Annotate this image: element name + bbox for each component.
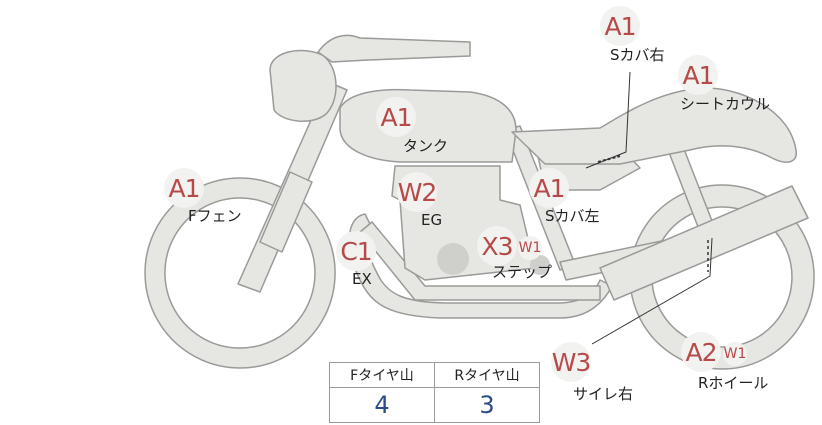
front-tire-tread-value: 4 xyxy=(329,387,435,423)
handlebar xyxy=(317,34,471,63)
rear-tire-tread-header: Rタイヤ山 xyxy=(434,362,540,388)
label-engine: EG xyxy=(421,211,443,229)
code-badge-front-fender: A1 xyxy=(164,168,204,208)
label-rear-wheel: Rホイール xyxy=(698,374,769,392)
rear-tire-tread-value: 3 xyxy=(434,387,540,423)
code-badge-seat-cowl: A1 xyxy=(678,55,718,95)
code-badge-scover-left: A1 xyxy=(529,168,569,208)
headlight xyxy=(269,49,337,122)
code-badge-silencer-right: W3 xyxy=(551,342,591,382)
label-step: ステップ xyxy=(492,263,553,281)
label-tank: タンク xyxy=(403,137,449,155)
sub-badge-step: W1 xyxy=(518,236,542,260)
code-badge-rear-wheel: A2 xyxy=(681,332,721,372)
label-silencer-right: サイレ右 xyxy=(573,385,634,403)
label-front-fender: Fフェン xyxy=(188,207,242,225)
step-detail-circle xyxy=(530,255,550,275)
label-scover-right: Sカバ右 xyxy=(610,46,665,64)
code-badge-tank: A1 xyxy=(376,97,416,137)
front-wheel xyxy=(144,177,336,369)
seat-cowl xyxy=(511,87,797,165)
sub-badge-rear-wheel: W1 xyxy=(723,342,747,366)
frame-rail xyxy=(359,221,601,301)
code-badge-engine: W2 xyxy=(397,172,437,212)
muffler xyxy=(599,185,809,301)
code-badge-step: X3 xyxy=(477,226,517,266)
label-exhaust: EX xyxy=(352,270,372,288)
tire-tread-table: Fタイヤ山 Rタイヤ山 4 3 xyxy=(329,362,540,423)
fork-tube xyxy=(259,171,313,253)
leader-dash-1 xyxy=(597,155,621,163)
leader-line-silencer-right xyxy=(591,237,713,345)
code-badge-scover-right: A1 xyxy=(600,6,640,46)
code-badge-exhaust: C1 xyxy=(336,231,376,271)
label-seat-cowl: シートカウル xyxy=(680,95,771,113)
engine-detail-circle xyxy=(437,243,469,275)
front-tire-tread-header: Fタイヤ山 xyxy=(329,362,435,388)
label-scover-left: Sカバ左 xyxy=(545,207,600,225)
